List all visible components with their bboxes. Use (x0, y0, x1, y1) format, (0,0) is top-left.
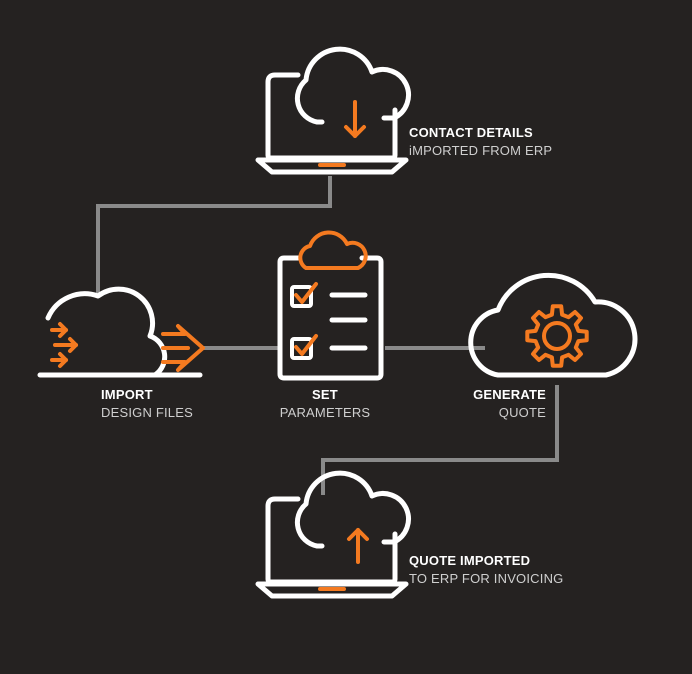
contact-details-title: CONTACT DETAILS (409, 125, 533, 140)
import-label: IMPORT DESIGN FILES (101, 386, 193, 422)
set-title: SET (312, 387, 338, 402)
generate-title: GENERATE (473, 387, 546, 402)
import-subtitle: DESIGN FILES (101, 405, 193, 420)
generate-subtitle: QUOTE (498, 405, 546, 420)
cloud-gear-icon (468, 272, 638, 378)
contact-details-subtitle: iMPORTED FROM ERP (409, 143, 553, 158)
quote-imported-title: QUOTE IMPORTED (409, 553, 531, 568)
laptop-cloud-download-icon (255, 46, 411, 175)
quote-imported-subtitle: TO ERP FOR INVOICING (409, 571, 564, 586)
clipboard-checklist-cloud-icon (277, 230, 384, 381)
laptop-cloud-upload-icon (255, 470, 411, 599)
set-subtitle: PARAMETERS (279, 405, 371, 420)
set-label: SET PARAMETERS (270, 386, 380, 422)
connector-contact-to-import (96, 176, 332, 296)
generate-label: GENERATE QUOTE (455, 386, 546, 422)
cloud-arrows-in-icon (37, 286, 205, 378)
import-title: IMPORT (101, 387, 153, 402)
quote-imported-label: QUOTE IMPORTED TO ERP FOR INVOICING (409, 552, 563, 588)
contact-details-label: CONTACT DETAILS iMPORTED FROM ERP (409, 124, 552, 160)
